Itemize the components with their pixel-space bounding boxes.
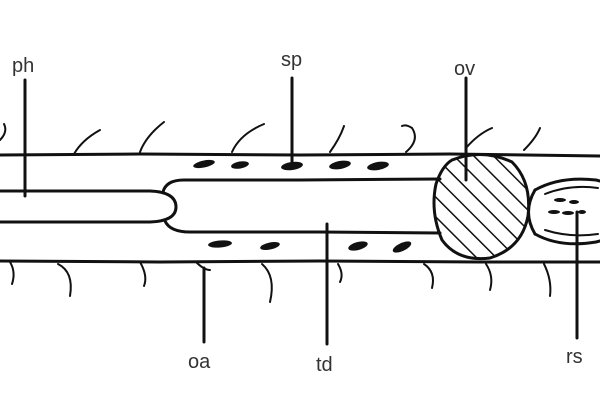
leader-lines bbox=[23, 76, 579, 346]
label-rs: rs bbox=[566, 346, 583, 368]
sperm-cells-upper bbox=[193, 159, 389, 171]
sperm-cells-lower bbox=[208, 240, 412, 253]
setae-bottom bbox=[9, 261, 552, 303]
body-wall-bottom bbox=[0, 259, 600, 264]
label-sp: sp bbox=[281, 49, 302, 71]
setae-top bbox=[0, 121, 541, 155]
ovary bbox=[432, 153, 531, 261]
tract-upper-wall bbox=[161, 177, 442, 194]
label-ov: ov bbox=[454, 58, 475, 80]
pharynx-tube bbox=[0, 189, 178, 224]
tract-lower-wall bbox=[163, 219, 442, 235]
receptaculum-seminis bbox=[527, 177, 600, 246]
label-td: td bbox=[316, 354, 333, 376]
digestive-tract bbox=[161, 177, 442, 235]
body-wall-top bbox=[0, 152, 600, 158]
label-oa: oa bbox=[188, 351, 211, 373]
body-outline bbox=[0, 152, 600, 264]
label-ph: ph bbox=[12, 55, 34, 77]
